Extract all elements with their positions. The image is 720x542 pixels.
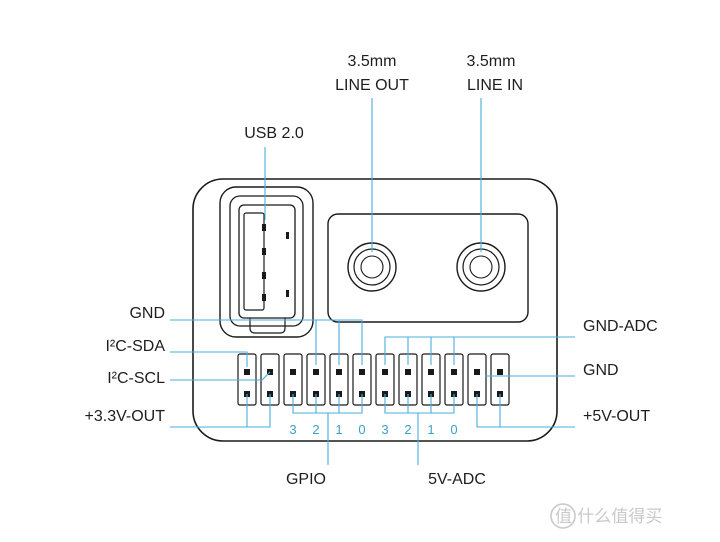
gpio-number: 3: [289, 422, 296, 437]
gpio-number: 1: [335, 422, 342, 437]
v5-out-label: +5V-OUT: [583, 408, 650, 425]
adc-number: 1: [427, 422, 434, 437]
header-pin: [405, 369, 411, 375]
gpio-label: GPIO: [286, 471, 326, 488]
header-pin: [382, 369, 388, 375]
i2c-sda-label: I²C-SDA: [105, 338, 165, 355]
header-pin: [474, 369, 480, 375]
watermark-logo-icon: [550, 503, 576, 529]
adc-number: 0: [450, 422, 457, 437]
line-in-label-2: LINE IN: [467, 77, 523, 94]
header-pin: [428, 369, 434, 375]
header-pin: [244, 369, 250, 375]
usb-port: [219, 186, 314, 338]
leader-lines: [170, 98, 575, 465]
audio-jack-block: [327, 213, 529, 323]
i2c-scl-label: I²C-SCL: [107, 370, 165, 387]
header-pin: [497, 369, 503, 375]
adc-number: 2: [404, 422, 411, 437]
header-pin: [313, 369, 319, 375]
gpio-number: 2: [312, 422, 319, 437]
watermark-text: 值 什么值得买: [555, 507, 662, 527]
header-pin: [336, 369, 342, 375]
gnd-right-label: GND: [583, 362, 619, 379]
header-pin: [290, 369, 296, 375]
header-pin: [451, 369, 457, 375]
usb-label: USB 2.0: [244, 125, 304, 142]
v5-adc-label: 5V-ADC: [428, 471, 486, 488]
watermark: 值 什么值得买: [550, 503, 662, 529]
v33-out-label: +3.3V-OUT: [85, 408, 166, 425]
gnd-left-label: GND: [129, 305, 165, 322]
adc-number: 3: [381, 422, 388, 437]
labels: 3.5mm LINE OUT 3.5mm LINE IN USB 2.0 GND…: [85, 53, 658, 488]
line-out-label-1: 3.5mm: [348, 53, 397, 70]
gpio-number: 0: [358, 422, 365, 437]
line-in-label-1: 3.5mm: [467, 53, 516, 70]
gnd-adc-label: GND-ADC: [583, 318, 658, 335]
pin-header: [237, 353, 510, 406]
line-out-label-2: LINE OUT: [335, 77, 409, 94]
header-pin: [359, 369, 365, 375]
board-outline: [192, 178, 558, 442]
